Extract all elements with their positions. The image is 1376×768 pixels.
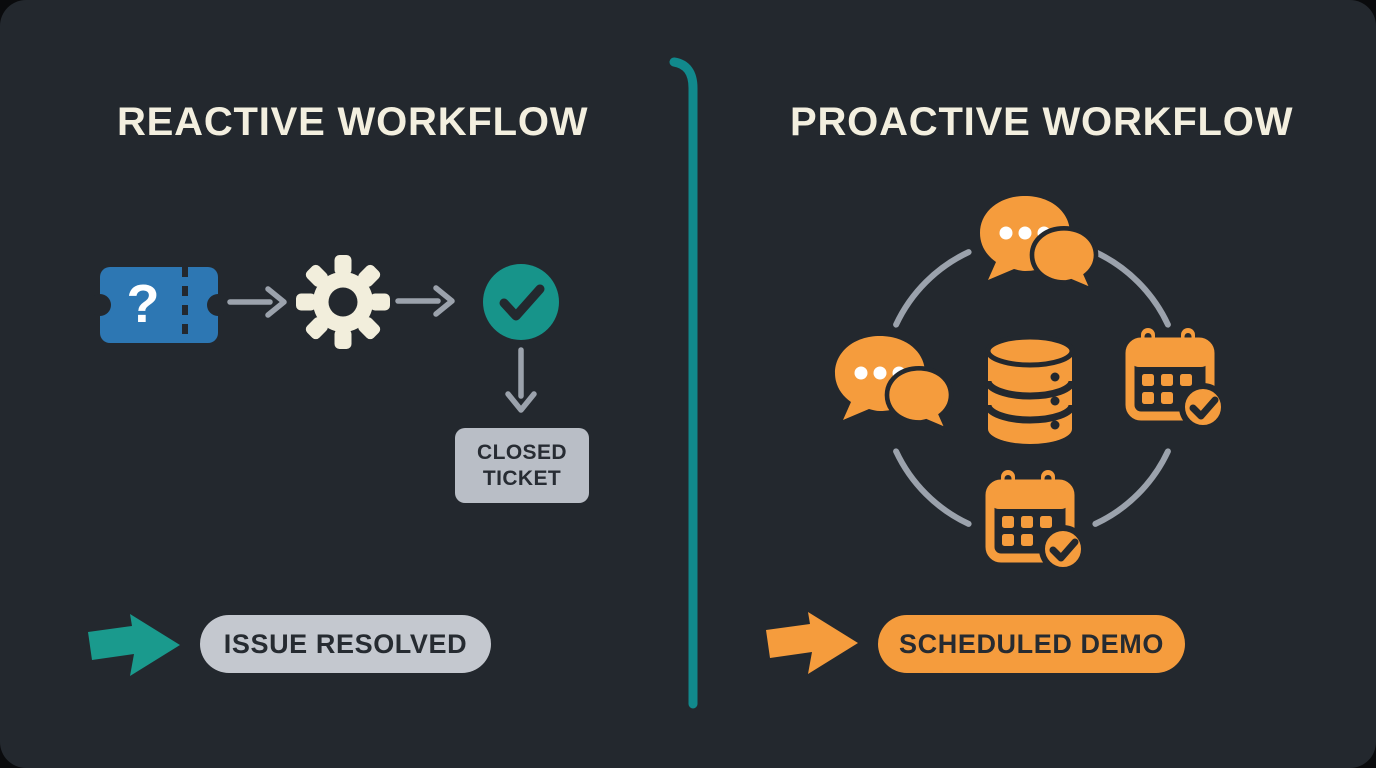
arrow-right-icon <box>230 289 284 315</box>
closed-ticket-box: CLOSED TICKET <box>455 428 589 503</box>
database-icon <box>984 334 1076 444</box>
right-panel-title: PROACTIVE WORKFLOW <box>790 100 1294 144</box>
calendar-check-icon <box>990 470 1084 570</box>
left-panel-title: REACTIVE WORKFLOW <box>117 100 589 144</box>
calendar-check-icon <box>1130 328 1224 428</box>
arrow-down-icon <box>505 347 537 413</box>
closed-ticket-line2: TICKET <box>482 466 562 490</box>
gear-icon <box>296 255 390 349</box>
teal-arrow-icon <box>88 614 180 676</box>
arrow-right-icon <box>398 288 452 314</box>
scheduled-demo-pill: SCHEDULED DEMO <box>878 615 1185 673</box>
closed-ticket-line1: CLOSED <box>477 440 567 464</box>
cycle-arcs <box>893 249 1171 527</box>
ticket-question-icon <box>89 267 229 343</box>
ticket-question-mark: ? <box>126 274 160 334</box>
divider-line <box>669 57 698 709</box>
chat-bubbles-icon <box>835 336 949 426</box>
chat-bubbles-icon <box>980 196 1094 286</box>
orange-arrow-icon <box>766 612 858 674</box>
check-circle-icon <box>483 264 559 340</box>
issue-resolved-pill: ISSUE RESOLVED <box>200 615 491 673</box>
